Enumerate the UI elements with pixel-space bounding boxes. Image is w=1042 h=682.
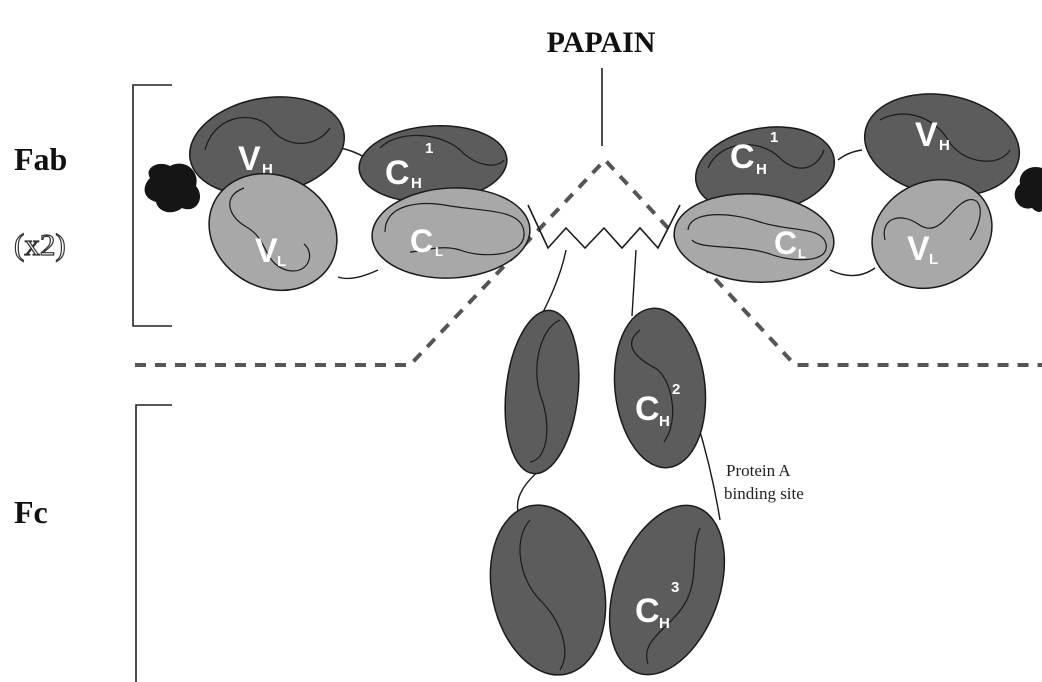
fc-label: Fc (14, 494, 48, 530)
ch3-sup: 3 (671, 579, 679, 596)
right-vl-letter: V (907, 230, 930, 268)
fab-label: Fab (14, 141, 67, 177)
right-ch1-letter: C (730, 138, 755, 176)
ch2-sub: H (659, 413, 670, 430)
left-ch1-letter: C (385, 154, 410, 192)
right-cl-sub: L (798, 246, 806, 261)
left-antigen-blob (145, 164, 200, 213)
right-antigen-blob (1015, 167, 1042, 212)
right-vl-sub: L (929, 251, 938, 268)
fab-count-label: (x2) (14, 227, 66, 262)
right-heavy-hinge-link (632, 250, 636, 316)
left-vh-letter: V (238, 140, 261, 178)
ch2-sup: 2 (672, 381, 680, 398)
left-ch3-domain (475, 494, 620, 682)
protein-a-label-line1: Protein A (726, 461, 791, 480)
left-ch1-sup: 1 (425, 140, 433, 157)
ch3-sub: H (659, 615, 670, 632)
ch3-letter: C (635, 592, 660, 630)
right-cl-domain: C L (671, 189, 837, 288)
right-ch3-domain: C H 3 (588, 490, 746, 682)
right-vh-sub: H (939, 137, 950, 154)
hinge-disulfide-zigzag (528, 205, 680, 248)
left-ch1-sub: H (411, 175, 422, 192)
left-heavy-hinge-link (540, 250, 566, 318)
papain-label: PAPAIN (547, 26, 656, 59)
protein-a-label-line2: binding site (724, 484, 804, 503)
fc-bracket (136, 405, 172, 682)
left-vl-letter: V (255, 232, 278, 270)
left-cl-sub: L (435, 244, 443, 259)
left-vl-sub: L (277, 253, 286, 270)
right-vh-letter: V (915, 116, 938, 154)
left-ch2-domain (498, 307, 587, 478)
right-ch2-domain: C H 2 (607, 304, 713, 473)
right-ch1-sup: 1 (770, 129, 778, 146)
left-cl-letter: C (410, 223, 433, 259)
ch2-letter: C (635, 390, 660, 428)
right-cl-letter: C (774, 225, 797, 261)
right-vh-ch1-link (838, 150, 862, 160)
left-vl-cl-link (338, 270, 378, 278)
right-vl-cl-link (830, 268, 875, 276)
right-ch1-sub: H (756, 161, 767, 178)
